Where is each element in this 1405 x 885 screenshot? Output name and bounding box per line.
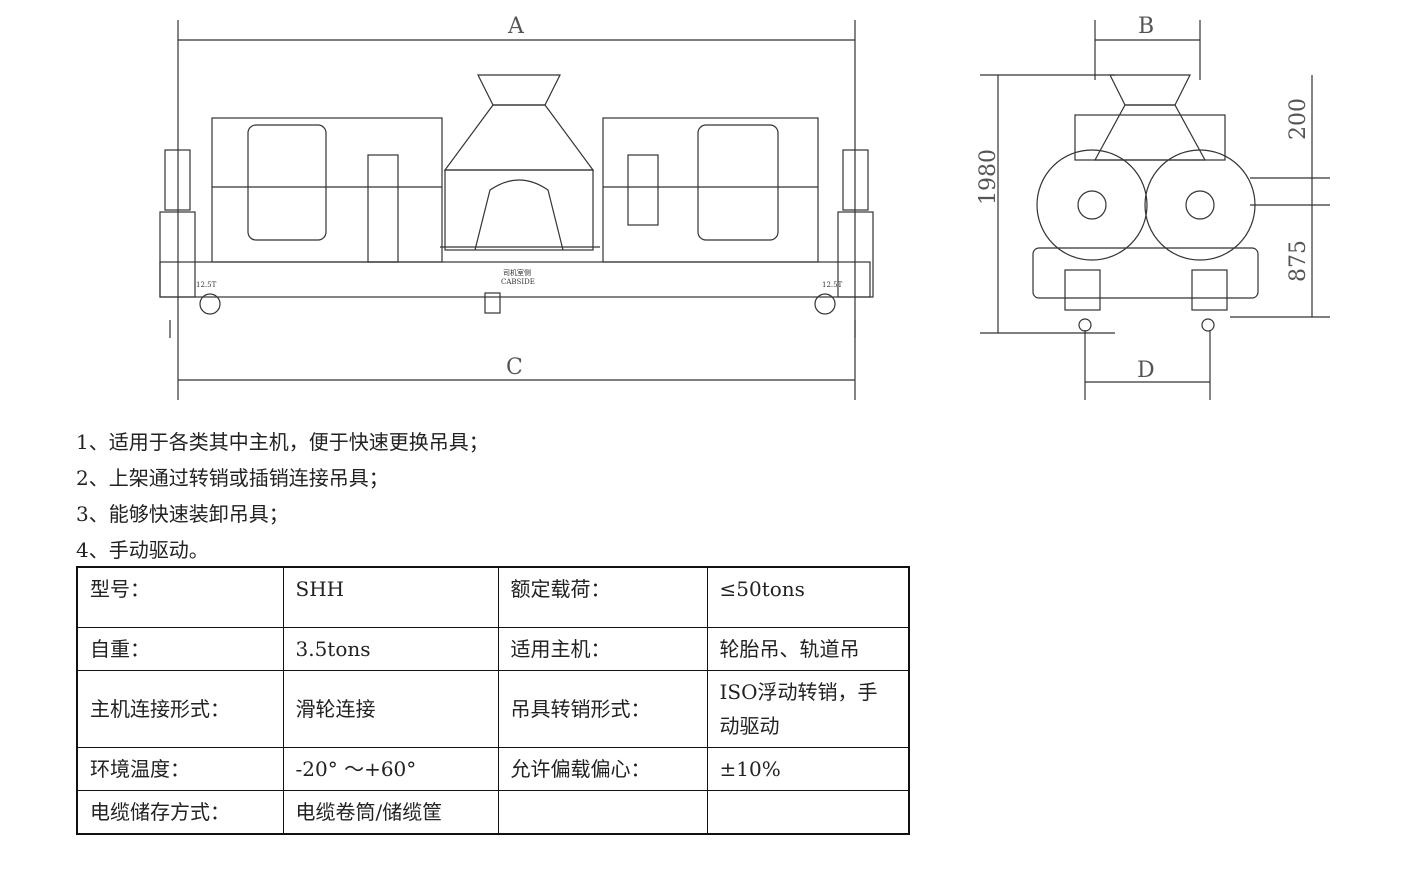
spreader-drawing: A C 12.5T 12.5T 司机室侧 CABSIDE B xyxy=(159,14,1330,400)
spec-label xyxy=(497,789,708,834)
spec-label: 吊具转销形式： xyxy=(497,669,708,748)
spec-value: 电缆卷筒/储缆筐 xyxy=(282,789,499,834)
front-view: 12.5T 12.5T 司机室侧 CABSIDE xyxy=(159,74,874,338)
load-label-right: 12.5T xyxy=(822,281,843,289)
spec-label: 允许偏载偏心： xyxy=(497,746,708,791)
spec-value: ≤50tons xyxy=(706,566,910,628)
load-label-left: 12.5T xyxy=(196,281,217,289)
spec-value: ISO浮动转销，手动驱动 xyxy=(706,669,910,748)
cabside-label-en: CABSIDE xyxy=(501,278,535,286)
feature-item: 2、上架通过转销或插销连接吊具； xyxy=(76,466,389,490)
spec-value: SHH xyxy=(282,566,499,628)
dim-label-200: 200 xyxy=(1286,98,1311,140)
dim-label-a: A xyxy=(507,14,525,39)
table-row: 电缆储存方式： 电缆卷筒/储缆筐 xyxy=(76,789,910,834)
spec-value: 滑轮连接 xyxy=(282,669,499,748)
dim-label-b: B xyxy=(1138,14,1154,39)
feature-item: 1、适用于各类其中主机，便于快速更换吊具； xyxy=(76,430,489,454)
table-row: 自重： 3.5tons 适用主机： 轮胎吊、轨道吊 xyxy=(76,626,910,671)
spec-label: 适用主机： xyxy=(497,626,708,671)
table-row: 型号： SHH 额定载荷： ≤50tons xyxy=(76,566,910,628)
spec-label: 主机连接形式： xyxy=(76,669,284,748)
feature-item: 3、能够快速装卸吊具； xyxy=(76,502,289,526)
spec-value: 轮胎吊、轨道吊 xyxy=(706,626,910,671)
feature-item: 4、手动驱动。 xyxy=(76,538,209,562)
spec-label: 环境温度： xyxy=(76,746,284,791)
dim-label-c: C xyxy=(506,355,523,380)
spec-label: 额定载荷： xyxy=(497,566,708,628)
spec-label: 自重： xyxy=(76,626,284,671)
cabside-label-cn: 司机室侧 xyxy=(503,268,531,277)
spec-value: ±10% xyxy=(706,746,910,791)
table-row: 主机连接形式： 滑轮连接 吊具转销形式： ISO浮动转销，手动驱动 xyxy=(76,669,910,748)
spec-label: 电缆储存方式： xyxy=(76,789,284,834)
dim-label-d: D xyxy=(1137,358,1155,383)
spec-value: -20° ～+60° xyxy=(282,746,499,791)
dimension-c: C xyxy=(178,355,855,381)
dim-label-1980: 1980 xyxy=(976,149,1001,205)
table-row: 环境温度： -20° ～+60° 允许偏载偏心： ±10% xyxy=(76,746,910,791)
spec-label: 型号： xyxy=(76,566,284,628)
side-view: B D 1980 200 875 xyxy=(976,14,1330,400)
feature-list: 1、适用于各类其中主机，便于快速更换吊具； 2、上架通过转销或插销连接吊具； 3… xyxy=(76,424,489,568)
spec-value xyxy=(706,789,910,834)
spec-table: 型号： SHH 额定载荷： ≤50tons 自重： 3.5tons 适用主机： … xyxy=(76,566,910,835)
dim-label-875: 875 xyxy=(1286,240,1311,282)
spec-value: 3.5tons xyxy=(282,626,499,671)
dimension-a: A xyxy=(177,14,856,400)
